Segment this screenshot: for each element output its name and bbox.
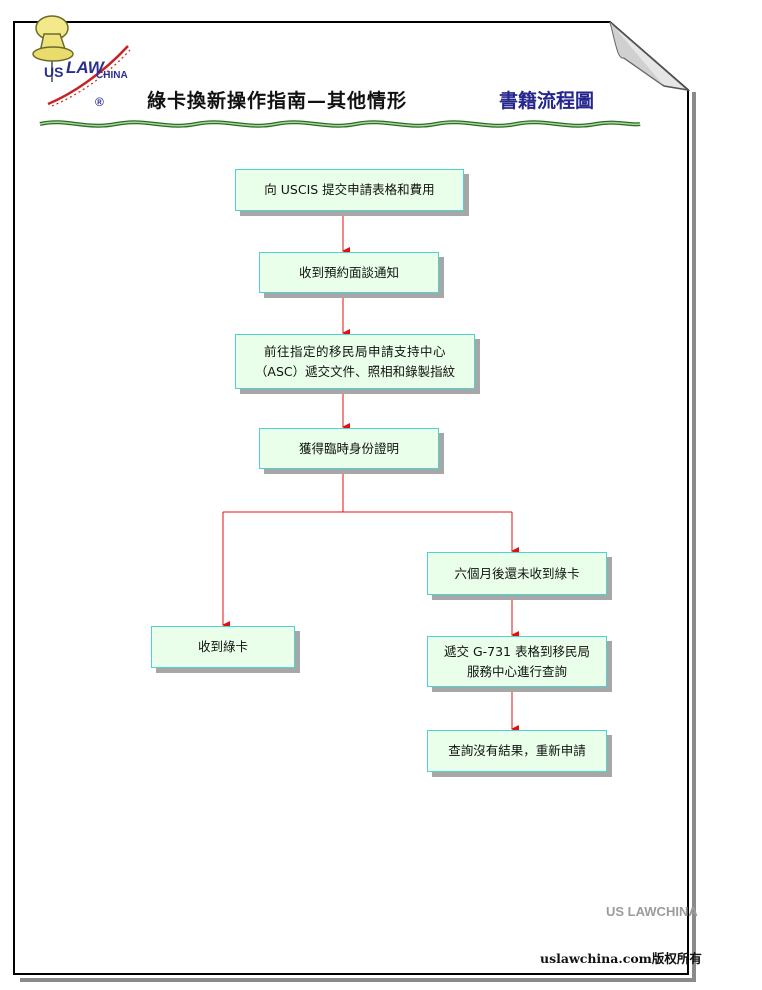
flow-step-g731-line2: 服務中心進行查詢 <box>466 663 567 679</box>
logo-china-text: CHINA <box>96 70 128 81</box>
flow-step-receive-card-label: 收到綠卡 <box>197 639 248 654</box>
flow-step-asc-line1: 前往指定的移民局申請支持中心 <box>263 343 446 359</box>
flow-step-temporary-proof: 獲得臨時身份證明 <box>259 428 439 469</box>
page-title: 綠卡換新操作指南—其他情形 <box>147 90 408 112</box>
flow-step-submit-label: 向 USCIS 提交申請表格和費用 <box>264 182 435 197</box>
flow-step-interview-notice: 收到預約面談通知 <box>259 252 439 293</box>
flow-step-reapply: 查詢沒有結果，重新申請 <box>427 730 607 772</box>
split-line <box>223 469 344 513</box>
flow-step-asc: 前往指定的移民局申請支持中心 （ASC）遞交文件、照相和錄製指紋 <box>235 334 475 389</box>
flow-step-six-months: 六個月後還未收到綠卡 <box>427 552 607 595</box>
page-subtitle: 書籍流程圖 <box>499 90 595 112</box>
flow-step-submit: 向 USCIS 提交申請表格和費用 <box>235 169 464 211</box>
flow-step-g731-line1: 遞交 G-731 表格到移民局 <box>443 643 590 659</box>
flow-step-interview-notice-label: 收到預約面談通知 <box>298 264 399 280</box>
footer-watermark-logo: US LAWCHINA <box>606 904 698 919</box>
flow-step-g731: 遞交 G-731 表格到移民局 服務中心進行查詢 <box>427 636 607 687</box>
logo-registered-mark: ® <box>95 95 104 109</box>
footer-copyright: uslawchina.com版权所有 <box>540 951 702 966</box>
flow-step-temporary-proof-label: 獲得臨時身份證明 <box>298 440 399 456</box>
flow-step-reapply-label: 查詢沒有結果，重新申請 <box>448 743 586 758</box>
rope-divider <box>39 120 641 128</box>
logo-us-text: US <box>44 64 64 80</box>
logo-pushpin-icon <box>32 15 131 107</box>
logo-law-text: LAW <box>66 58 104 77</box>
flow-step-asc-line2: （ASC）遞交文件、照相和錄製指紋 <box>254 363 456 379</box>
flow-step-six-months-label: 六個月後還未收到綠卡 <box>454 565 580 581</box>
flow-step-receive-card: 收到綠卡 <box>151 626 295 668</box>
